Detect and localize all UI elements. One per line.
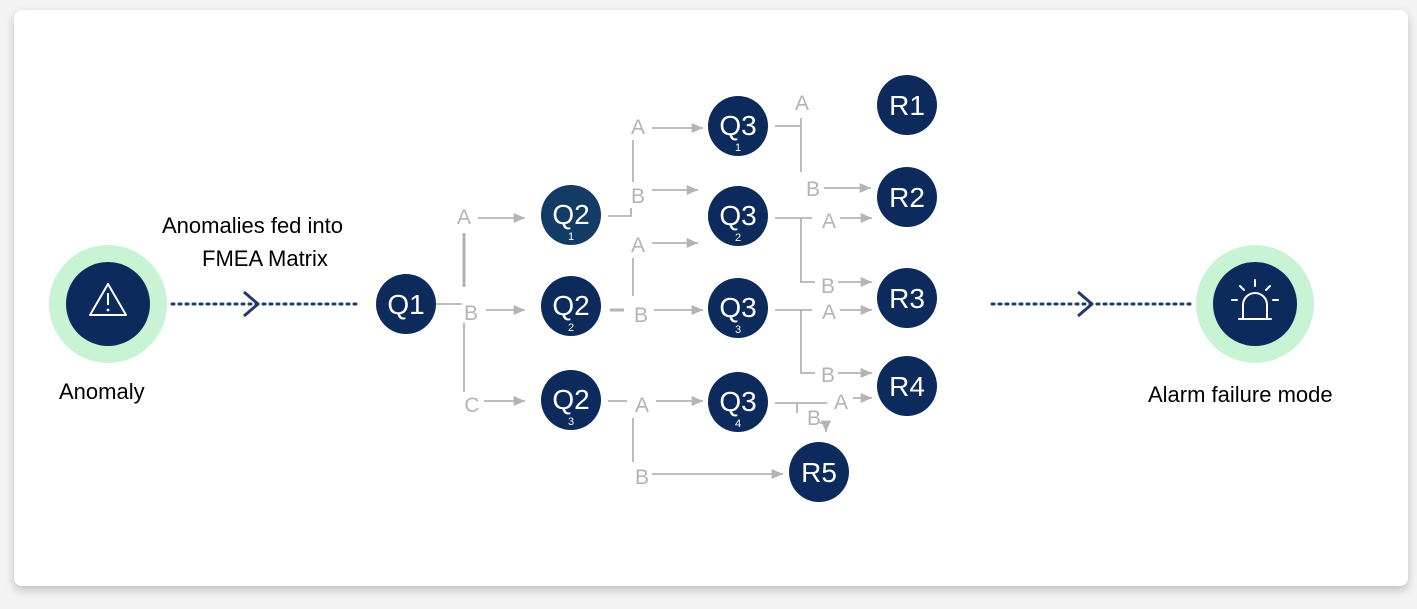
node-q3-2: Q3 2 — [708, 186, 768, 246]
node-q3-3: Q3 3 — [708, 278, 768, 338]
node-q1-label: Q1 — [387, 289, 424, 320]
node-q3-3-label: Q3 — [719, 292, 756, 323]
alarm-node — [1196, 245, 1314, 363]
node-q2-2-sub: 2 — [568, 322, 574, 334]
edge-label-q3-2-a: A — [822, 210, 836, 233]
alarm-siren-icon — [1231, 279, 1279, 320]
node-q2-1: Q2 1 — [541, 185, 601, 245]
node-q3-2-label: Q3 — [719, 200, 756, 231]
edge-label-q3-1-a: A — [795, 92, 809, 115]
node-q3-1: Q3 1 — [708, 96, 768, 156]
edge-label-q1-c: C — [464, 394, 479, 417]
edge-label-q2-3-b: B — [635, 466, 649, 489]
edge-label-q2-1-a: A — [631, 116, 645, 139]
node-r4: R4 — [877, 356, 937, 416]
edge-label-q1-a: A — [457, 206, 471, 229]
node-q1: Q1 — [376, 274, 436, 334]
node-q2-3-sub: 3 — [568, 416, 574, 428]
anomaly-label: Anomaly — [59, 379, 145, 404]
node-q3-4-sub: 4 — [735, 418, 741, 430]
node-q2-2-label: Q2 — [552, 290, 589, 321]
alarm-circle — [1213, 262, 1297, 346]
caption-line-1: Anomalies fed into — [162, 213, 343, 238]
node-r2-label: R2 — [889, 182, 925, 213]
caption-line-2: FMEA Matrix — [202, 246, 328, 271]
node-q2-1-label: Q2 — [552, 199, 589, 230]
edge-label-q2-2-a: A — [631, 234, 645, 257]
edge-label-q2-3-a: A — [635, 394, 649, 417]
node-q2-3-label: Q2 — [552, 384, 589, 415]
warning-triangle-icon — [89, 283, 127, 316]
edge-label-q1-b: B — [464, 302, 478, 325]
node-r5-label: R5 — [801, 457, 837, 488]
node-r5: R5 — [789, 442, 849, 502]
node-r2: R2 — [877, 167, 937, 227]
node-q2-2: Q2 2 — [541, 276, 601, 336]
alarm-label: Alarm failure mode — [1148, 382, 1333, 407]
node-r1: R1 — [877, 75, 937, 135]
edge-label-q3-1-b: B — [806, 178, 820, 201]
node-q3-2-sub: 2 — [735, 232, 741, 244]
node-q2-3: Q2 3 — [541, 370, 601, 430]
edge-label-q3-4-a: A — [834, 391, 848, 414]
edge-label-q3-4-b: B — [807, 407, 821, 430]
flow-arrow-in — [170, 290, 358, 318]
node-q3-4-label: Q3 — [719, 386, 756, 417]
node-q3-3-sub: 3 — [735, 324, 741, 336]
connectors — [435, 118, 872, 480]
node-q2-1-sub: 1 — [568, 231, 574, 243]
edge-label-q2-1-b: B — [631, 185, 645, 208]
edge-label-q3-2-b: B — [821, 275, 835, 298]
node-q3-1-label: Q3 — [719, 110, 756, 141]
node-q3-4: Q3 4 — [708, 372, 768, 432]
anomaly-node — [49, 245, 167, 363]
node-q3-1-sub: 1 — [735, 142, 741, 154]
edge-label-q3-3-a: A — [822, 301, 836, 324]
node-r3-label: R3 — [889, 283, 925, 314]
node-r4-label: R4 — [889, 371, 925, 402]
node-r1-label: R1 — [889, 90, 925, 121]
edge-labels: A B C A B A B A B A B A B A B A B — [457, 92, 848, 489]
edge-label-q2-2-b: B — [634, 304, 648, 327]
node-r3: R3 — [877, 268, 937, 328]
flow-arrow-out — [990, 290, 1192, 318]
edge-label-q3-3-b: B — [821, 364, 835, 387]
